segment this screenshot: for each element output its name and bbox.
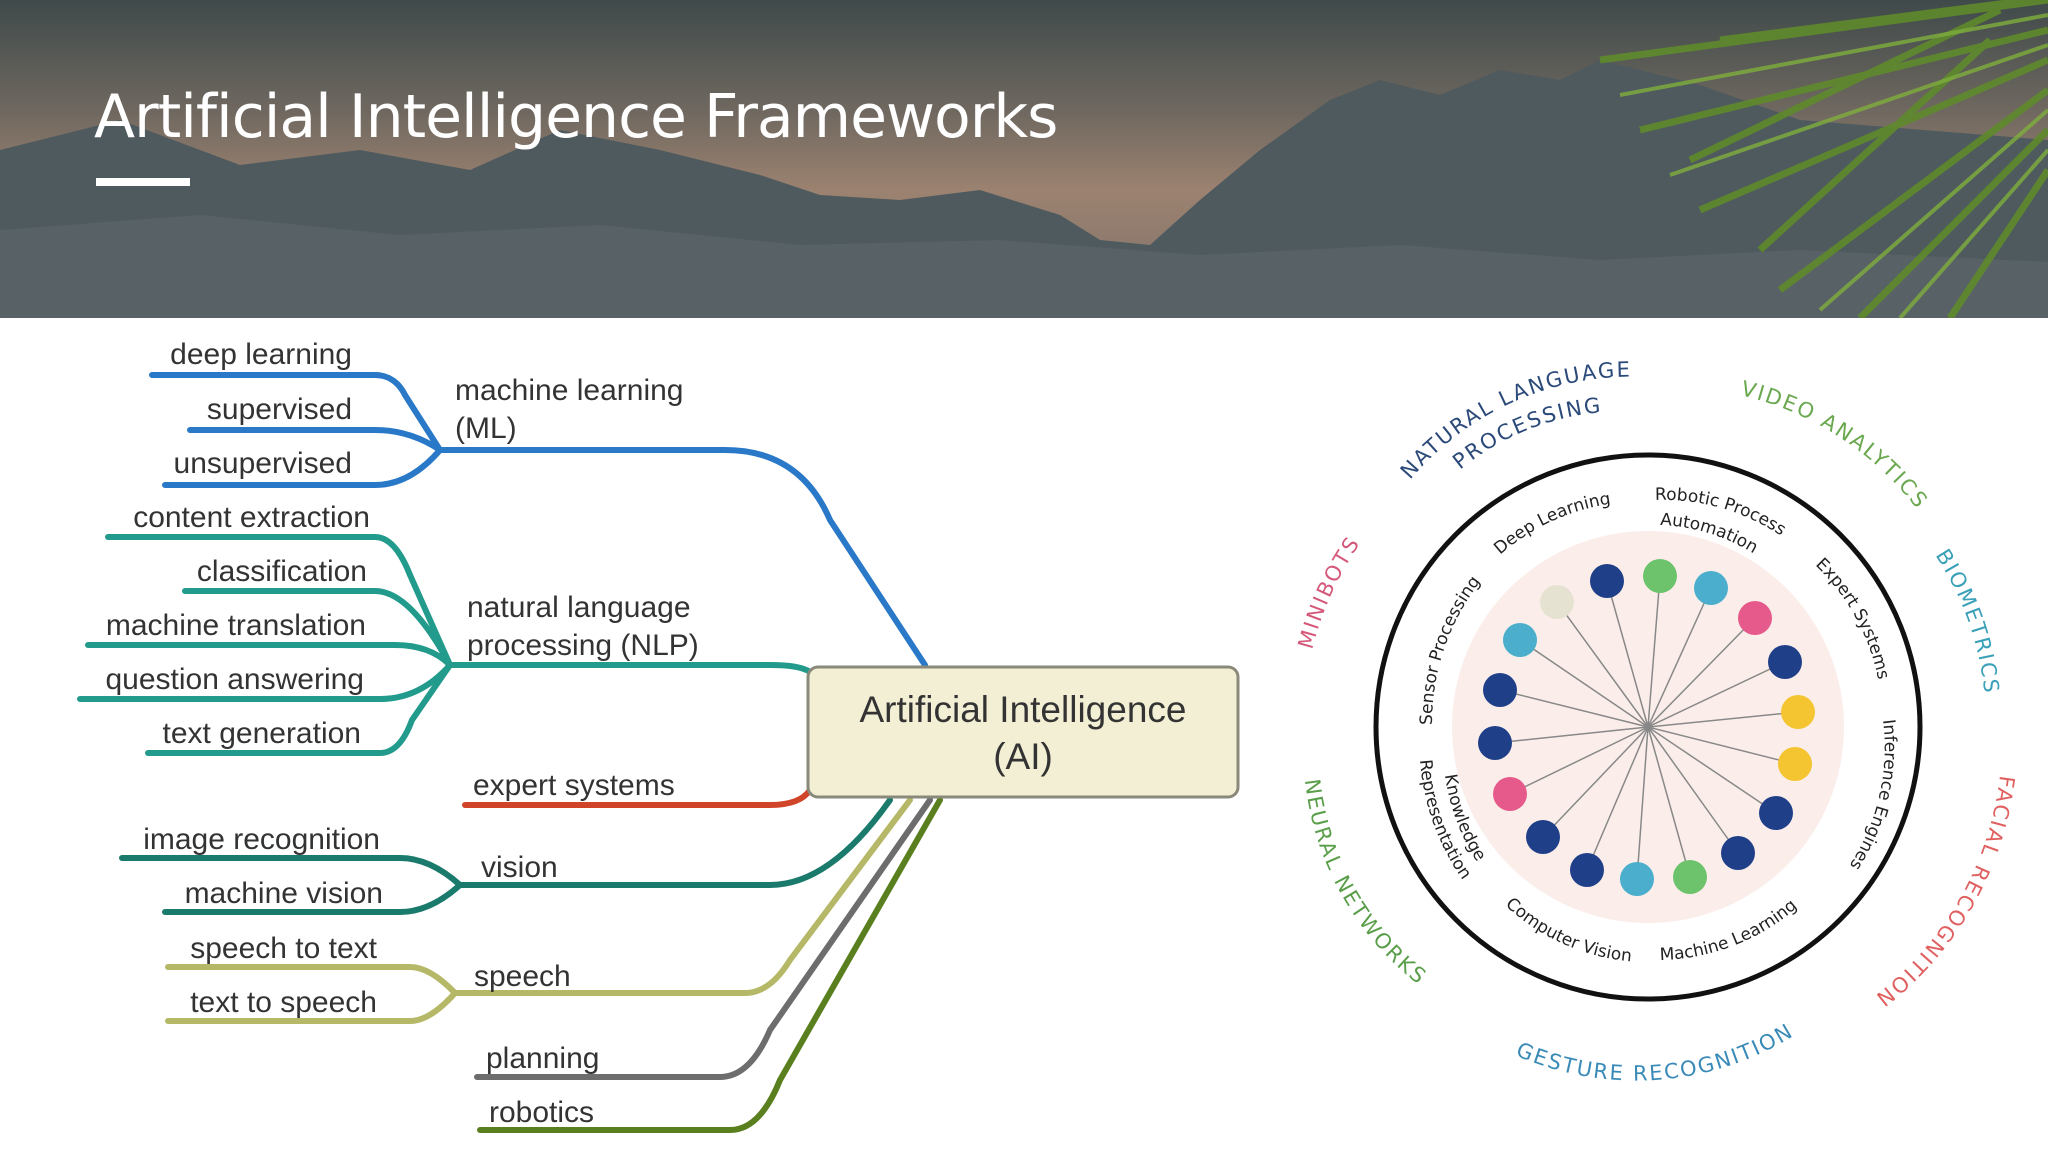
outer-label-gesture: GESTURE RECOGNITION	[1513, 1019, 1798, 1086]
dot-14	[1493, 777, 1527, 811]
ai-technologies-wheel: NATURAL LANGUAGE PROCESSING VIDEO ANALYT…	[1294, 358, 2017, 1086]
dot-8	[1759, 796, 1793, 830]
ml-branch-lines	[149, 372, 928, 668]
dot-13	[1526, 820, 1560, 854]
leaf-question-answering: question answering	[105, 663, 364, 696]
wheel-dots	[1478, 559, 1815, 896]
header-banner: Artificial Intelligence Frameworks	[0, 0, 2048, 318]
dot-6	[1781, 695, 1815, 729]
robotics-line	[477, 797, 943, 1133]
leaf-speech-to-text: speech to text	[190, 932, 377, 965]
wheel-spokes	[1494, 575, 1799, 880]
dot-10	[1673, 860, 1707, 894]
ml-label-line2: (ML)	[455, 412, 517, 445]
dot-9	[1721, 836, 1755, 870]
outer-label-biometrics: BIOMETRICS	[1931, 545, 2004, 696]
dot-3	[1694, 571, 1728, 605]
vision-branch-lines	[119, 797, 893, 915]
dot-7	[1778, 747, 1812, 781]
nlp-label-line2: processing (NLP)	[467, 629, 699, 662]
ai-center-line2: (AI)	[993, 736, 1053, 777]
leaf-unsupervised: unsupervised	[174, 447, 352, 480]
dot-16	[1483, 673, 1517, 707]
leaf-deep-learning: deep learning	[170, 338, 352, 371]
dot-1	[1590, 564, 1624, 598]
leaf-supervised: supervised	[207, 393, 352, 426]
ai-center-line1: Artificial Intelligence	[860, 689, 1187, 730]
planning-line	[474, 797, 933, 1080]
leaf-image-recognition: image recognition	[143, 823, 380, 856]
speech-label: speech	[474, 960, 571, 993]
vision-label: vision	[481, 851, 558, 884]
nlp-branch-lines	[77, 534, 813, 756]
robotics-label: robotics	[489, 1096, 594, 1129]
dot-5	[1768, 645, 1802, 679]
leaf-text-generation: text generation	[163, 717, 361, 750]
slide-title: Artificial Intelligence Frameworks	[94, 82, 1058, 152]
speech-branch-lines	[165, 797, 913, 1024]
leaf-machine-vision: machine vision	[185, 877, 383, 910]
dot-18	[1540, 585, 1574, 619]
ml-label-line1: machine learning	[455, 374, 683, 407]
dot-12	[1570, 853, 1604, 887]
expert-systems-label: expert systems	[473, 769, 675, 802]
dot-15	[1478, 726, 1512, 760]
mountain-landscape	[0, 0, 2048, 318]
dot-4	[1738, 601, 1772, 635]
planning-label: planning	[486, 1042, 599, 1075]
title-underline	[96, 178, 190, 186]
dot-17	[1503, 623, 1537, 657]
dot-11	[1620, 862, 1654, 896]
leaf-text-to-speech: text to speech	[190, 986, 377, 1019]
expert-systems-line	[462, 787, 813, 808]
leaf-content-extraction: content extraction	[133, 501, 370, 534]
leaf-machine-translation: machine translation	[106, 609, 366, 642]
dot-2	[1643, 559, 1677, 593]
leaf-classification: classification	[197, 555, 367, 588]
ai-center-node	[806, 665, 1240, 799]
nlp-label-line1: natural language	[467, 591, 691, 624]
ai-mind-map: Artificial Intelligence (AI) deep learni…	[77, 338, 1240, 1133]
outer-label-minibots: MINIBOTS	[1294, 532, 1366, 652]
